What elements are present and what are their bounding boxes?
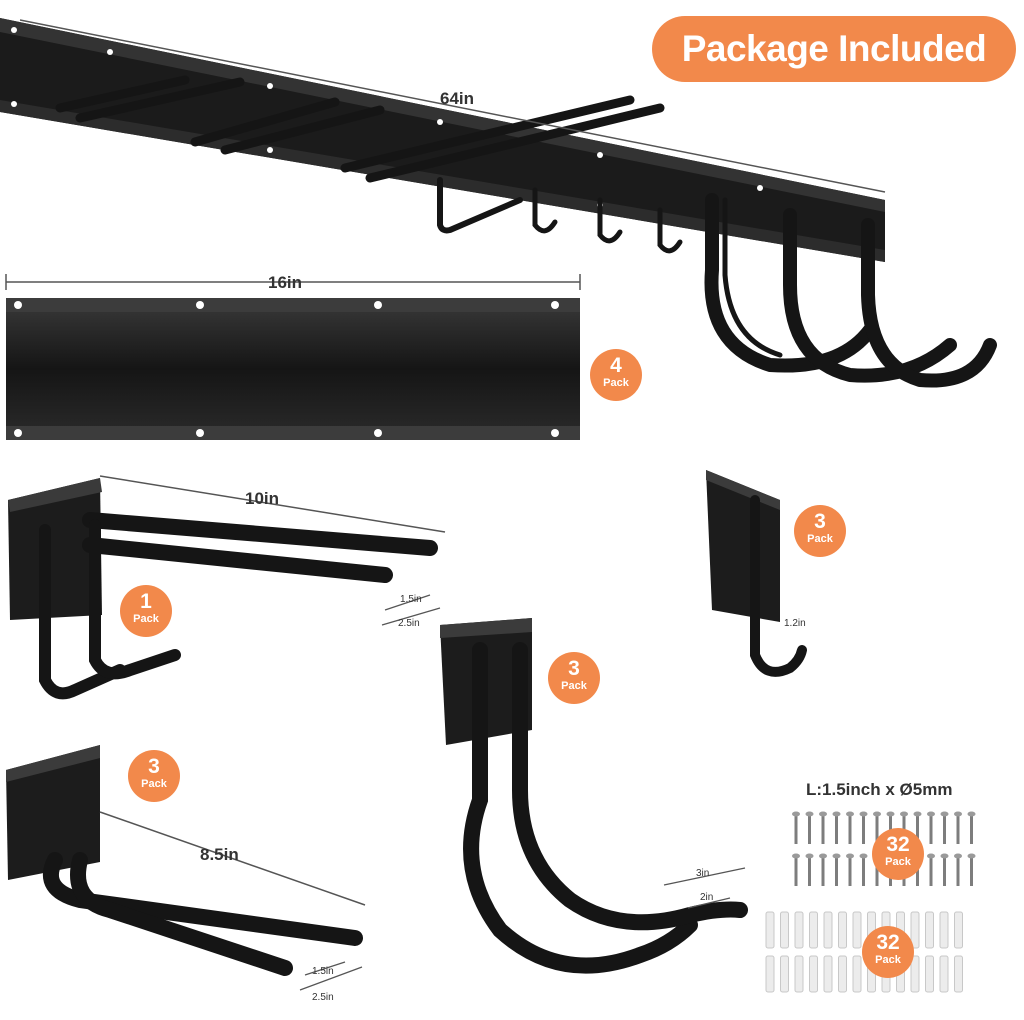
- badge-panel-unit: Pack: [603, 377, 629, 389]
- anchor-icon: [838, 911, 847, 949]
- badge-panel: 4 Pack: [590, 349, 642, 401]
- anchor-icon: [925, 955, 934, 993]
- page-title: Package Included: [681, 28, 987, 69]
- utility-hook: [6, 745, 366, 991]
- wall-panel: [5, 274, 581, 440]
- double-hook-gap-outer: 2.5in: [398, 618, 420, 629]
- badge-anchors-unit: Pack: [875, 954, 901, 966]
- utility-hook-length-label: 8.5in: [200, 845, 239, 864]
- screw-icon: [967, 853, 976, 886]
- badge-bike-hook-count: 3: [568, 657, 580, 680]
- anchor-icon: [809, 955, 818, 993]
- screw-icon: [954, 853, 962, 886]
- double-hook-length-label: 10in: [245, 489, 279, 508]
- screw-icon: [927, 811, 935, 844]
- anchor-icon: [939, 911, 949, 949]
- screw-icon: [819, 853, 827, 886]
- anchor-icon: [794, 911, 804, 949]
- anchor-icon: [780, 955, 789, 993]
- anchor-icon: [925, 911, 934, 949]
- screw-icon: [859, 853, 868, 886]
- anchor-icon: [910, 911, 920, 949]
- anchor-icon: [765, 911, 775, 949]
- hardware-spec: L:1.5inch x Ø5mm: [806, 780, 953, 799]
- badge-double-hook-unit: Pack: [133, 613, 159, 625]
- bike-hook-outer-label: 3in: [696, 868, 709, 879]
- badge-utility-hook-unit: Pack: [141, 778, 167, 790]
- j-hook-opening-label: 1.2in: [784, 618, 806, 629]
- rail-length-label: 64in: [440, 89, 474, 108]
- anchor-icon: [823, 955, 833, 993]
- anchor-icon: [954, 911, 963, 949]
- badge-utility-hook: 3 Pack: [128, 750, 180, 802]
- badge-bike-hook-unit: Pack: [561, 680, 587, 692]
- screw-icon: [846, 811, 854, 844]
- badge-utility-hook-count: 3: [148, 755, 160, 778]
- utility-hook-gap-outer: 2.5in: [312, 992, 334, 1003]
- badge-j-hook-count: 3: [814, 510, 826, 533]
- badge-j-hook: 3 Pack: [794, 505, 846, 557]
- panel-length-label: 16in: [268, 273, 302, 292]
- screw-icon: [859, 811, 868, 844]
- anchor-icon: [954, 955, 963, 993]
- screw-icon: [805, 853, 814, 886]
- assembled-rail: [0, 18, 997, 388]
- anchor-icon: [852, 911, 862, 949]
- badge-bike-hook: 3 Pack: [548, 652, 600, 704]
- anchors-grid: [765, 911, 963, 993]
- bike-hook: [440, 618, 748, 974]
- anchor-icon: [939, 955, 949, 993]
- screw-icon: [940, 853, 949, 886]
- anchor-icon: [794, 955, 804, 993]
- anchor-icon: [823, 911, 833, 949]
- utility-hook-gap-inner: 1.5in: [312, 966, 334, 977]
- anchor-icon: [910, 955, 920, 993]
- screw-icon: [927, 853, 935, 886]
- screw-icon: [792, 811, 800, 844]
- screw-icon: [954, 811, 962, 844]
- badge-j-hook-unit: Pack: [807, 533, 833, 545]
- screw-icon: [832, 853, 841, 886]
- anchor-icon: [838, 955, 847, 993]
- badge-double-hook-count: 1: [140, 590, 152, 613]
- double-hook-gap-inner: 1.5in: [400, 594, 422, 605]
- screw-icon: [940, 811, 949, 844]
- badge-screws: 32 Pack: [872, 828, 924, 880]
- j-hook: [706, 470, 807, 677]
- badge-anchors-count: 32: [876, 931, 900, 954]
- badge-panel-count: 4: [610, 354, 622, 377]
- screw-icon: [792, 853, 800, 886]
- badge-screws-unit: Pack: [885, 856, 911, 868]
- anchor-icon: [852, 955, 862, 993]
- screw-icon: [819, 811, 827, 844]
- anchor-icon: [809, 911, 818, 949]
- badge-double-hook: 1 Pack: [120, 585, 172, 637]
- anchor-icon: [780, 911, 789, 949]
- screw-icon: [846, 853, 854, 886]
- badge-anchors: 32 Pack: [862, 926, 914, 978]
- header-pill: [652, 16, 1016, 82]
- badge-screws-count: 32: [886, 833, 910, 856]
- screw-icon: [967, 811, 976, 844]
- anchor-icon: [765, 955, 775, 993]
- screw-icon: [805, 811, 814, 844]
- double-hook: [8, 475, 446, 700]
- bike-hook-inner-label: 2in: [700, 892, 713, 903]
- screw-icon: [832, 811, 841, 844]
